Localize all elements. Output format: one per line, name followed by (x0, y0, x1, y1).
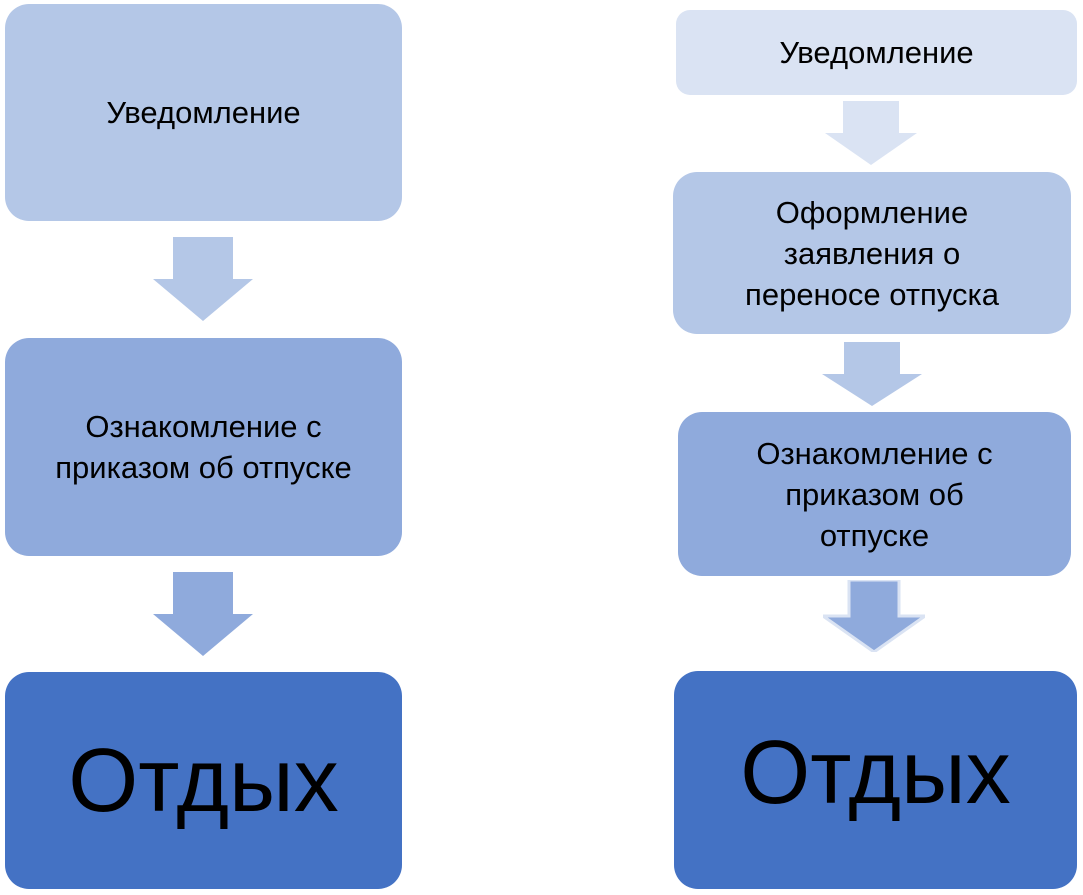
left-order-review-label: Ознакомление с приказом об отпуске (55, 409, 352, 485)
right-rest-label: Отдых (740, 722, 1011, 823)
left-notification-box: Уведомление (5, 4, 402, 221)
left-arrow-1 (153, 237, 253, 321)
left-order-review-box: Ознакомление с приказом об отпуске (5, 338, 402, 556)
right-notification-label: Уведомление (779, 35, 974, 70)
right-arrow-1 (825, 101, 917, 165)
left-arrow-2 (153, 572, 253, 656)
left-rest-box: Отдых (5, 672, 402, 889)
right-order-review-box: Ознакомление с приказом об отпуске (678, 412, 1071, 576)
right-arrow-3 (823, 580, 925, 652)
right-application-label: Оформление заявления о переносе отпуска (745, 194, 999, 312)
right-application-box: Оформление заявления о переносе отпуска (673, 172, 1071, 334)
right-notification-box: Уведомление (676, 10, 1077, 95)
right-arrow-2 (822, 342, 922, 406)
right-rest-box: Отдых (674, 671, 1077, 889)
left-rest-label: Отдых (68, 730, 339, 831)
left-notification-label: Уведомление (106, 95, 301, 130)
right-order-review-label: Ознакомление с приказом об отпуске (756, 435, 993, 553)
